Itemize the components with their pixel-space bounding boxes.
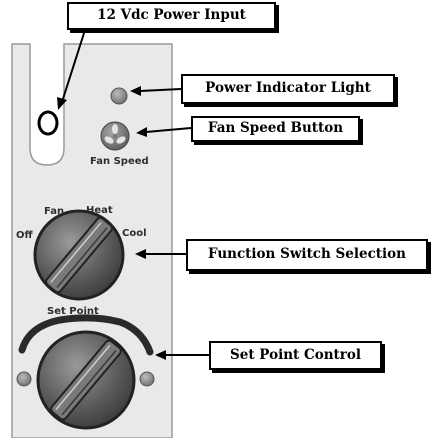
set-point-pointer bbox=[50, 339, 122, 421]
power-input-callout: 12 Vdc Power Input bbox=[67, 2, 276, 30]
function-cool-label: Cool bbox=[122, 228, 147, 239]
set-point-arrowhead bbox=[155, 350, 166, 360]
function-off-label: Off bbox=[16, 230, 33, 241]
fan-speed-callout: Fan Speed Button bbox=[191, 116, 360, 142]
function-heat-label: Heat bbox=[86, 205, 113, 216]
fan-icon bbox=[104, 124, 126, 144]
power-indicator-leader bbox=[139, 88, 182, 92]
set-point-knob-label: Set Point bbox=[47, 306, 99, 317]
fan-speed-button-label: Fan Speed bbox=[90, 156, 149, 167]
function-switch-arrowhead bbox=[135, 249, 146, 259]
function-switch-callout: Function Switch Selection bbox=[186, 239, 428, 271]
power-indicator-arrowhead bbox=[130, 86, 141, 96]
set-point-led-right bbox=[139, 371, 155, 387]
function-fan-label: Fan bbox=[44, 206, 65, 217]
power-input-leader bbox=[61, 29, 86, 103]
power-input-arrowhead bbox=[57, 97, 67, 110]
function-switch-pointer bbox=[45, 216, 113, 294]
set-point-callout: Set Point Control bbox=[209, 341, 382, 370]
fan-speed-leader bbox=[145, 127, 192, 133]
set-point-arc bbox=[18, 314, 154, 356]
power-input-jack bbox=[37, 110, 59, 136]
power-indicator-led bbox=[110, 87, 128, 105]
fan-speed-arrowhead bbox=[136, 127, 147, 137]
power-indicator-callout: Power Indicator Light bbox=[181, 74, 395, 104]
set-point-led-left bbox=[16, 371, 32, 387]
